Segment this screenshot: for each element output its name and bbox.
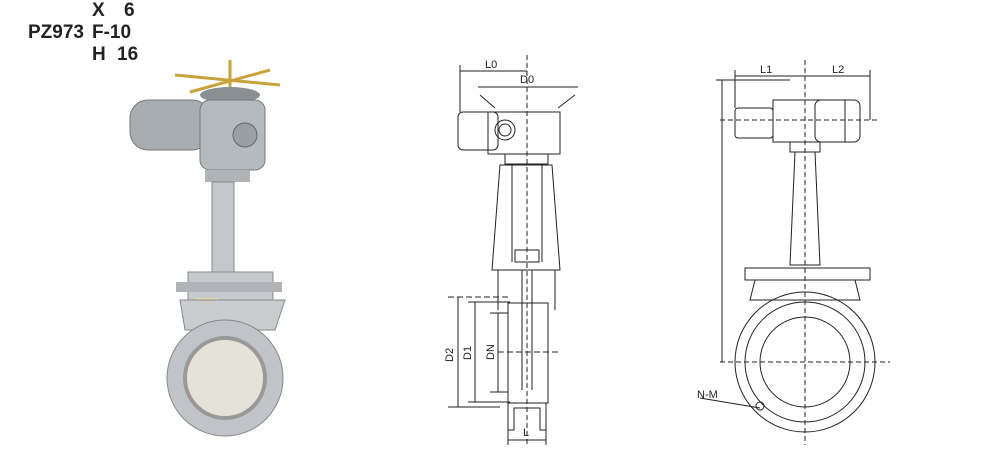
- pressure-6: 6: [124, 0, 135, 21]
- dim-d0: D0: [520, 74, 534, 86]
- dim-l: L: [523, 427, 529, 439]
- dim-n-m: N-M: [697, 389, 718, 401]
- dim-d1: D1: [462, 346, 474, 360]
- dim-l2: L2: [832, 64, 844, 76]
- side-view-drawing: [448, 55, 578, 445]
- dim-l0: L0: [485, 59, 497, 71]
- option-h: H: [92, 44, 106, 65]
- option-f10: F-10: [92, 22, 132, 43]
- dim-d2: D2: [444, 348, 456, 362]
- front-view-drawing: [699, 60, 890, 445]
- dim-l1: L1: [760, 64, 772, 76]
- option-x: X: [92, 0, 105, 21]
- pressure-16: 16: [117, 44, 139, 65]
- dim-dn: DN: [485, 344, 497, 360]
- valve-photo: [129, 60, 286, 437]
- model-prefix: PZ973: [28, 22, 84, 43]
